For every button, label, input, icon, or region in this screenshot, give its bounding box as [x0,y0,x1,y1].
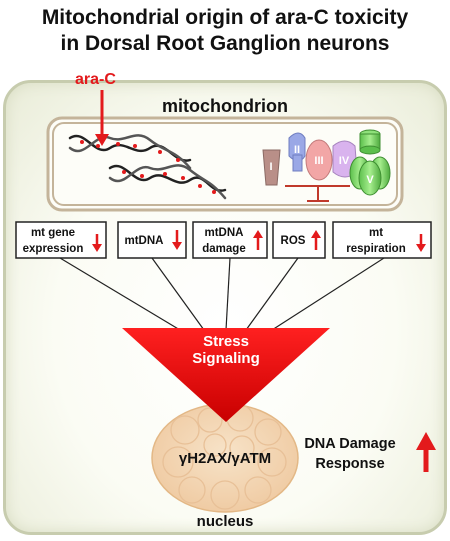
effect-mt-gene-expression: mt gene expression [15,221,107,259]
arrow-up-icon [416,432,436,472]
effect-mtdna: mtDNA [117,221,187,259]
figure-title-line1: Mitochondrial origin of ara-C toxicity [41,6,409,29]
effect-mt-respiration: mt respiration [332,221,432,259]
figure-title-line2: in Dorsal Root Ganglion neurons [60,32,390,55]
response-label: Response [315,456,384,472]
ara-c-arrow [95,90,109,146]
complex-iii-icon: III [305,139,333,181]
mtdna-helix-icon [68,134,227,200]
inhibition-bar [285,185,350,202]
svg-text:IV: IV [339,155,350,167]
svg-text:ROS: ROS [281,235,306,247]
arrow-up-icon [311,230,321,250]
dna-damage-label: DNA Damage [304,436,395,452]
effect-ros: ROS [272,221,326,259]
svg-text:respiration: respiration [346,243,405,255]
arrow-down-icon [92,234,102,252]
mitochondrion-label: mitochondrion [162,96,288,116]
respiratory-chain: I II III IV V [262,129,391,202]
effect-mtdna-damage: mtDNA damage [192,221,268,259]
arrow-down-icon [172,230,182,250]
svg-text:expression: expression [23,243,84,255]
arrow-up-icon [253,230,263,250]
ara-c-label: ara-C [75,71,116,88]
stress-signaling-triangle [122,328,330,422]
gamma-h2ax-atm-label: γH2AX/γATM [179,450,271,467]
svg-text:damage: damage [202,243,245,255]
signal-convergence-lines [59,257,385,331]
svg-text:III: III [314,155,323,167]
signaling-label: Signaling [192,350,260,367]
svg-text:mtDNA: mtDNA [125,235,164,247]
svg-text:I: I [269,161,272,173]
arrow-down-icon [416,234,426,252]
svg-text:mt gene: mt gene [31,227,75,239]
svg-text:V: V [366,174,374,186]
stress-label: Stress [203,333,249,350]
complex-v-icon: V [349,129,391,196]
complex-ii-icon: II [288,132,306,172]
nucleus-label: nucleus [197,513,254,530]
svg-text:mt: mt [369,227,383,239]
svg-text:mtDNA: mtDNA [205,227,244,239]
svg-text:II: II [294,144,300,156]
complex-i-icon: I [262,149,281,186]
